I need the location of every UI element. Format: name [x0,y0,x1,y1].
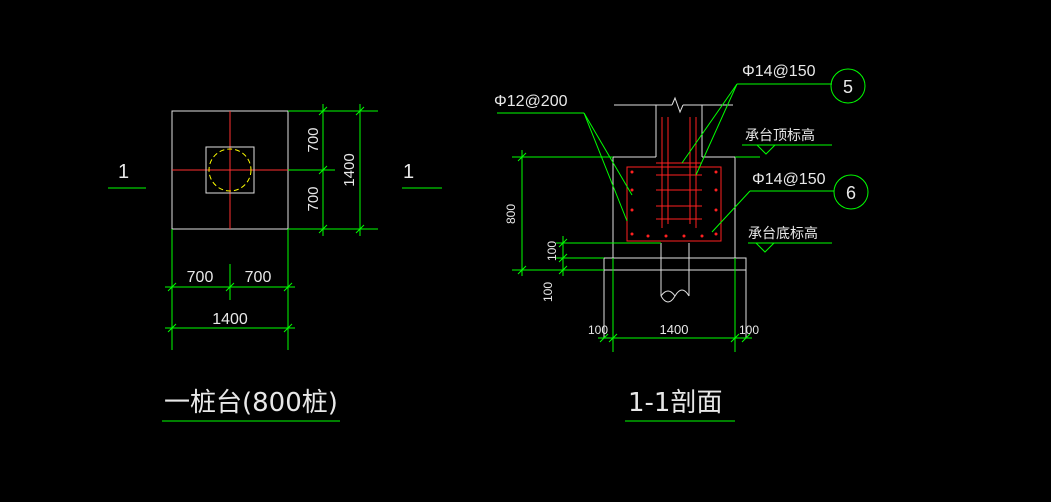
plan-vertical-dimensions [288,104,378,236]
dim-half-v-top: 700 [305,127,322,152]
section-vertical-dimensions [512,150,661,276]
section-mark-left: 1 [108,161,146,189]
label-rebar-side: Φ12@200 [494,93,568,110]
dim-pad-thickness: 100 [541,282,555,302]
rebar-cage [626,117,722,242]
leader-rebar-bottom [711,174,869,233]
dim-right-offset: 100 [739,323,759,337]
section-1-1: Φ12@200 Φ14@150 5 承台顶标高 Φ14@150 6 [494,63,869,422]
dim-cap-width: 1400 [660,322,689,337]
rebar-number-5-circle [830,68,866,104]
rebar-number-6: 6 [846,183,856,203]
rebar-dots [630,170,718,238]
dim-left-offset: 100 [588,323,608,337]
dim-half-h-right: 700 [245,269,272,286]
column-outline [205,146,255,194]
rebar-number-5: 5 [843,77,853,97]
top-elevation-mark [735,144,832,158]
bottom-elevation-mark [748,242,832,253]
pile-circle [208,148,252,192]
dim-cap-height: 800 [504,204,518,224]
label-rebar-top: Φ14@150 [742,63,816,80]
section-mark-right: 1 [402,161,442,189]
pile-cap-plan: 1 1 700 700 1400 [108,104,442,422]
dim-half-v-bottom: 700 [305,186,322,211]
section-horizontal-dimensions [598,258,752,352]
dim-total-h: 1400 [212,311,248,328]
label-rebar-bottom: Φ14@150 [752,171,826,188]
dim-half-h-left: 700 [187,269,214,286]
label-top-elevation: 承台顶标高 [745,127,815,144]
section-mark-right-label: 1 [403,161,414,183]
rebar-number-6-circle [833,174,869,210]
leader-rebar-top [681,68,866,176]
label-bottom-elevation: 承台底标高 [748,225,818,242]
plan-title: 一桩台(800桩) [164,388,338,418]
section-title: 1-1剖面 [628,388,722,418]
column-section [613,96,735,158]
dim-total-v: 1400 [341,153,358,186]
plan-horizontal-dimensions [165,229,295,350]
section-mark-left-label: 1 [118,161,129,183]
pile-section [660,243,690,303]
dim-pile-embed: 100 [545,241,559,261]
leader-rebar-side [497,112,633,222]
cushion-pad [603,257,747,338]
